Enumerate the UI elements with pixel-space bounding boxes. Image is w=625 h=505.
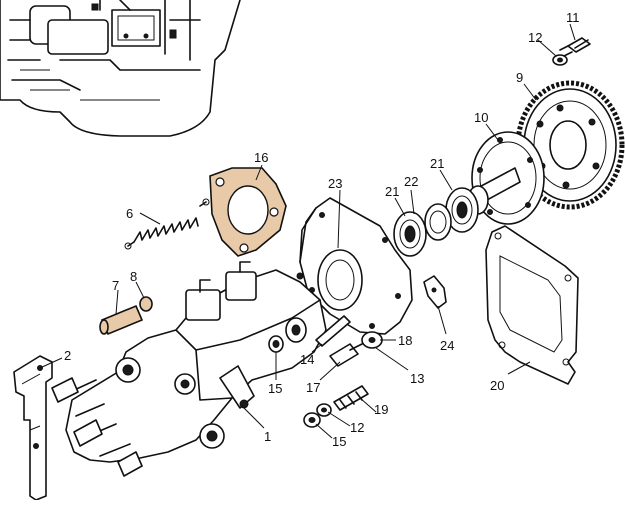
plug-8 [139, 296, 153, 312]
engine-inset [0, 0, 241, 137]
bolt-11 [559, 37, 591, 57]
callout-18: 18 [398, 333, 412, 348]
washer-13 [361, 331, 383, 349]
dowel-7 [99, 304, 144, 336]
stud-14 [315, 315, 351, 347]
bracket-24 [423, 275, 447, 309]
callout-13: 13 [410, 371, 424, 386]
callout-17: 17 [306, 380, 320, 395]
callout-2: 2 [64, 348, 71, 363]
callout-7: 7 [112, 278, 119, 293]
callout-21-right: 21 [430, 156, 444, 171]
bracket-2 [13, 355, 53, 501]
spacer-22 [424, 203, 452, 241]
washer-12-lower [316, 403, 332, 417]
callout-12-lower: 12 [350, 420, 364, 435]
bearing-21-inner [393, 211, 427, 257]
callout-12-top: 12 [528, 30, 542, 45]
leader-lines [39, 23, 576, 439]
callout-21-left: 21 [385, 184, 399, 199]
nut-15-lower [303, 412, 321, 428]
callout-24: 24 [440, 338, 454, 353]
stud-19 [333, 385, 369, 411]
nut-15-upper [268, 335, 284, 353]
callout-14: 14 [300, 352, 314, 367]
callout-9: 9 [516, 70, 523, 85]
callout-10: 10 [474, 110, 488, 125]
callouts: 11 12 9 10 21 22 21 23 16 6 7 8 2 1 15 1… [64, 10, 580, 449]
spring-6 [124, 198, 210, 250]
bearing-21-outer [445, 187, 479, 233]
callout-15-lower: 15 [332, 434, 346, 449]
callout-1: 1 [264, 429, 271, 444]
callout-8: 8 [130, 269, 137, 284]
callout-22: 22 [404, 174, 418, 189]
callout-6: 6 [126, 206, 133, 221]
hub-flange-10 [467, 131, 545, 225]
callout-23: 23 [328, 176, 342, 191]
injection-pump-1 [51, 261, 327, 477]
callout-19: 19 [374, 402, 388, 417]
bolt-17 [329, 341, 367, 367]
callout-11: 11 [566, 10, 580, 25]
callout-20: 20 [490, 378, 504, 393]
gasket-20 [485, 225, 579, 385]
washer-12-top [552, 54, 568, 66]
callout-16: 16 [254, 150, 268, 165]
callout-15-upper: 15 [268, 381, 282, 396]
drive-housing-23 [299, 197, 413, 335]
gasket-16 [209, 167, 287, 257]
